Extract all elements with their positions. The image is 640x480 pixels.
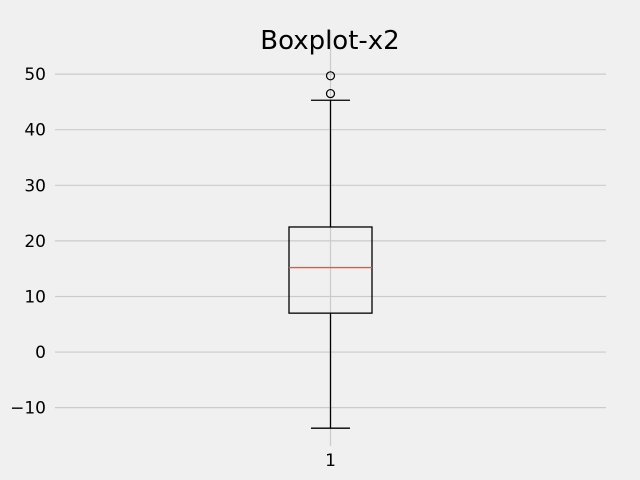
outlier-point bbox=[325, 88, 336, 99]
y-tick-label: 10 bbox=[24, 287, 46, 307]
iqr-box bbox=[288, 226, 373, 314]
y-axis-tick-labels: −10 0 10 20 30 40 50 bbox=[10, 65, 46, 419]
x-axis-tick-labels: 1 bbox=[325, 451, 336, 471]
y-tick-label: 0 bbox=[35, 343, 46, 363]
y-tick-label: 30 bbox=[24, 176, 46, 196]
chart-title: Boxplot-x2 bbox=[260, 26, 399, 56]
box-group bbox=[288, 71, 373, 429]
y-tick-label: 40 bbox=[24, 121, 46, 141]
box-series bbox=[288, 71, 373, 429]
y-tick-label: −10 bbox=[10, 399, 46, 419]
x-tick-label: 1 bbox=[325, 451, 336, 471]
y-tick-label: 20 bbox=[24, 232, 46, 252]
y-tick-label: 50 bbox=[24, 65, 46, 85]
outlier-point bbox=[325, 71, 336, 81]
